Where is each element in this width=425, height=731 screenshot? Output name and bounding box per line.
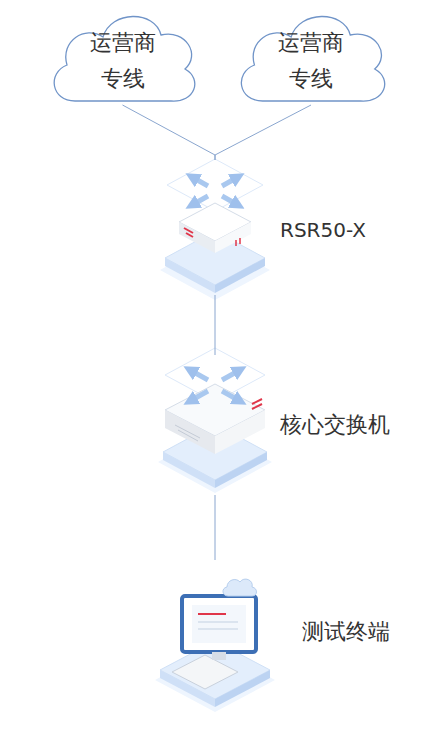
link-line bbox=[215, 495, 216, 560]
device-node: RSR50-X bbox=[165, 160, 265, 295]
device-label: 测试终端 bbox=[302, 617, 390, 647]
device-label: 核心交换机 bbox=[280, 410, 390, 440]
carrier-cloud: 运营商 专线 bbox=[232, 5, 390, 105]
carrier-cloud: 运营商 专线 bbox=[45, 5, 200, 105]
device-label: RSR50-X bbox=[280, 218, 366, 242]
link-line bbox=[215, 105, 311, 160]
switch-icon bbox=[158, 348, 272, 493]
terminal-icon bbox=[155, 579, 275, 712]
router-icon bbox=[160, 159, 270, 300]
device-node: 核心交换机 bbox=[160, 355, 270, 495]
device-node: 测试终端 bbox=[155, 560, 275, 720]
cloud-label: 运营商 专线 bbox=[275, 25, 347, 97]
link-line bbox=[215, 295, 216, 355]
link-line bbox=[123, 105, 216, 160]
cloud-label: 运营商 专线 bbox=[87, 25, 159, 97]
